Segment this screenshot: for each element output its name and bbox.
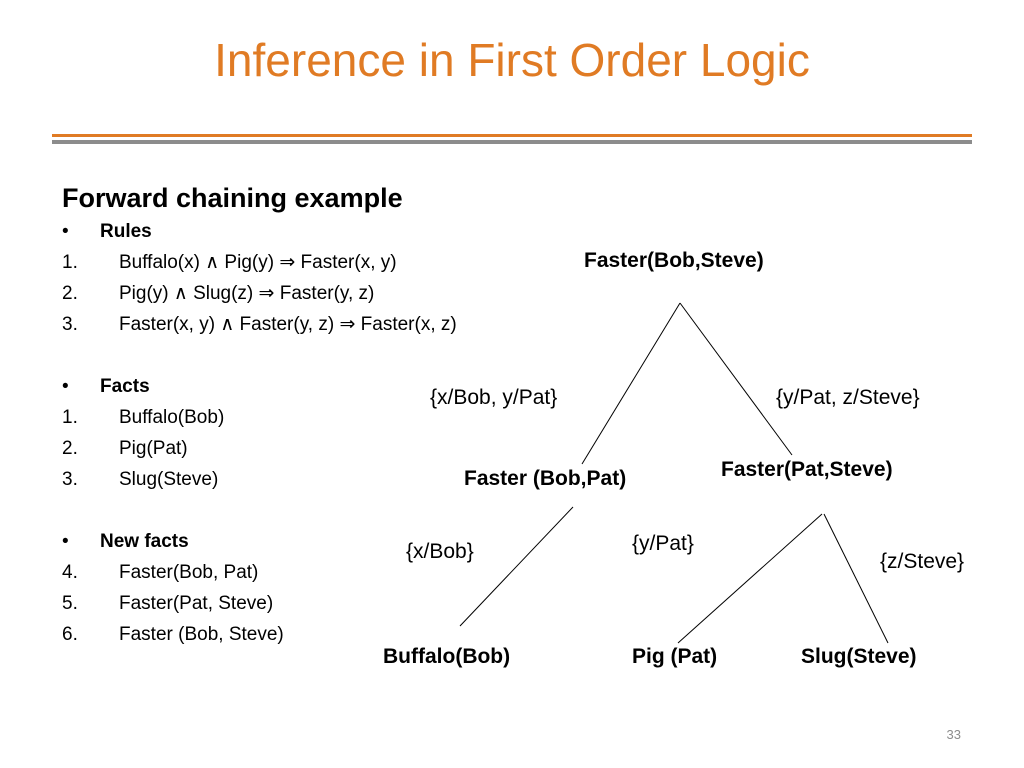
fact-text: Pig(Pat) xyxy=(119,438,188,459)
new-fact-number: 5. xyxy=(62,593,78,614)
substitution-root-right: {y/Pat, z/Steve} xyxy=(776,386,920,409)
new-fact-number: 6. xyxy=(62,624,78,645)
fact-number: 3. xyxy=(62,469,78,490)
fact-item: 3. Slug(Steve) xyxy=(62,464,542,495)
bullet: • xyxy=(62,221,69,242)
facts-label: Facts xyxy=(100,376,150,397)
edge-mid-left-to-leaf-left xyxy=(459,506,574,627)
substitution-root-left: {x/Bob, y/Pat} xyxy=(430,386,558,409)
edge-mid-right-to-leaf-mid xyxy=(677,513,823,644)
tree-leaf-left: Buffalo(Bob) xyxy=(383,645,511,668)
rule-number: 3. xyxy=(62,314,78,335)
tree-mid-right: Faster(Pat,Steve) xyxy=(721,458,893,481)
edge-mid-right-to-leaf-right xyxy=(823,513,889,644)
tree-leaf-mid: Pig (Pat) xyxy=(632,645,718,668)
fact-text: Slug(Steve) xyxy=(119,469,219,490)
substitution-mid-center: {y/Pat} xyxy=(632,532,694,555)
new-fact-item: 4. Faster(Bob, Pat) xyxy=(62,557,542,588)
substitution-mid-right: {z/Steve} xyxy=(880,550,965,573)
fact-text: Buffalo(Bob) xyxy=(119,407,225,428)
rule-item: 1. Buffalo(x) ∧ Pig(y) ⇒ Faster(x, y) xyxy=(62,247,542,278)
edge-root-to-mid-right xyxy=(679,302,793,456)
fact-item: 2. Pig(Pat) xyxy=(62,433,542,464)
rule-item: 3. Faster(x, y) ∧ Faster(y, z) ⇒ Faster(… xyxy=(62,309,542,340)
section-heading: Forward chaining example xyxy=(62,183,403,213)
new-fact-text: Faster(Pat, Steve) xyxy=(119,593,274,614)
tree-leaf-right: Slug(Steve) xyxy=(801,645,917,668)
new-fact-item: 5. Faster(Pat, Steve) xyxy=(62,588,542,619)
title-divider-orange xyxy=(52,134,972,137)
new-fact-number: 4. xyxy=(62,562,78,583)
new-fact-text: Faster(Bob, Pat) xyxy=(119,562,259,583)
new-facts-label: New facts xyxy=(100,531,189,552)
rule-number: 2. xyxy=(62,283,78,304)
bullet: • xyxy=(62,376,69,397)
rule-text: Pig(y) ∧ Slug(z) ⇒ Faster(y, z) xyxy=(119,283,375,304)
new-fact-text: Faster (Bob, Steve) xyxy=(119,624,284,645)
rules-header: • Rules xyxy=(62,216,542,247)
rules-label: Rules xyxy=(100,221,152,242)
content-panel: Forward chaining example • Rules 1. Buff… xyxy=(62,180,542,650)
tree-root: Faster(Bob,Steve) xyxy=(584,249,764,272)
substitution-mid-left: {x/Bob} xyxy=(406,540,474,563)
fact-item: 1. Buffalo(Bob) xyxy=(62,402,542,433)
rule-text: Faster(x, y) ∧ Faster(y, z) ⇒ Faster(x, … xyxy=(119,314,457,335)
fact-number: 2. xyxy=(62,438,78,459)
new-facts-header: • New facts xyxy=(62,526,542,557)
rule-number: 1. xyxy=(62,252,78,273)
slide-title: Inference in First Order Logic xyxy=(214,34,810,86)
page-number: 33 xyxy=(946,727,961,742)
bullet: • xyxy=(62,531,69,552)
title-divider-gray xyxy=(52,140,972,144)
rule-text: Buffalo(x) ∧ Pig(y) ⇒ Faster(x, y) xyxy=(119,252,397,273)
fact-number: 1. xyxy=(62,407,78,428)
edge-root-to-mid-left xyxy=(581,302,681,465)
tree-mid-left: Faster (Bob,Pat) xyxy=(464,467,627,490)
new-fact-item: 6. Faster (Bob, Steve) xyxy=(62,619,542,650)
facts-header: • Facts xyxy=(62,371,542,402)
rule-item: 2. Pig(y) ∧ Slug(z) ⇒ Faster(y, z) xyxy=(62,278,542,309)
